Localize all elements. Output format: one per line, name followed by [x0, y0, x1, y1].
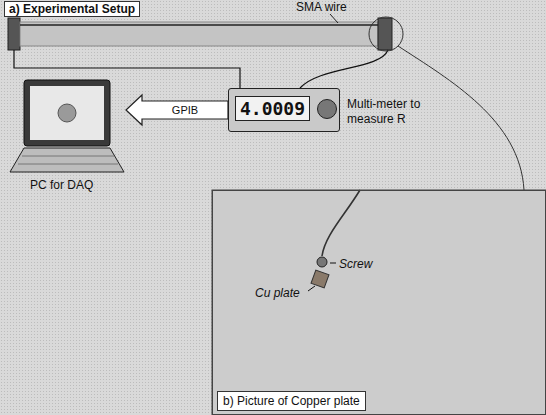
multimeter: 4.0009Multi-meter to measure R: [228, 88, 340, 132]
screw-photo: [317, 257, 327, 267]
sma-wire: [20, 24, 378, 26]
panel-title: a) Experimental Setup: [4, 1, 140, 17]
leader-line: [308, 286, 315, 291]
key-row: [22, 156, 114, 157]
meter-display: 4.0009: [235, 96, 310, 121]
wire-frame: [20, 22, 378, 46]
computer: PC for DAQ: [8, 76, 126, 176]
zoom-circle: [369, 17, 403, 51]
end-clamp: [378, 18, 392, 50]
block-arrow: [126, 95, 228, 125]
part-label: SMA wire: [296, 0, 347, 14]
laptop-screen: [24, 80, 110, 146]
leader-line: [330, 263, 336, 264]
inset-caption: b) Picture of Copper plate: [217, 391, 366, 411]
photo-inset: Screw Cu plate b) Picture of Copper plate: [212, 190, 546, 415]
meter-knob: [317, 99, 337, 119]
photo-wire: [322, 190, 360, 256]
device-label: Multi-meter to measure R: [347, 97, 435, 127]
part-label: Screw: [339, 257, 372, 271]
laptop-keyboard: [10, 148, 124, 172]
device-label: PC for DAQ: [30, 178, 93, 192]
photo-shade: [212, 190, 546, 415]
leader-line: [330, 14, 338, 23]
zoom-leader: [398, 46, 524, 190]
part-label: Cu plate: [255, 286, 300, 300]
lead-wire: [300, 50, 388, 88]
key-row: [18, 164, 118, 165]
end-clamp: [8, 18, 20, 50]
screen-display: [30, 86, 104, 140]
photo-ground: [212, 190, 546, 415]
copper-plate-photo: [311, 270, 329, 288]
screen-icon: [58, 104, 76, 122]
bus-label: GPIB: [172, 104, 198, 116]
